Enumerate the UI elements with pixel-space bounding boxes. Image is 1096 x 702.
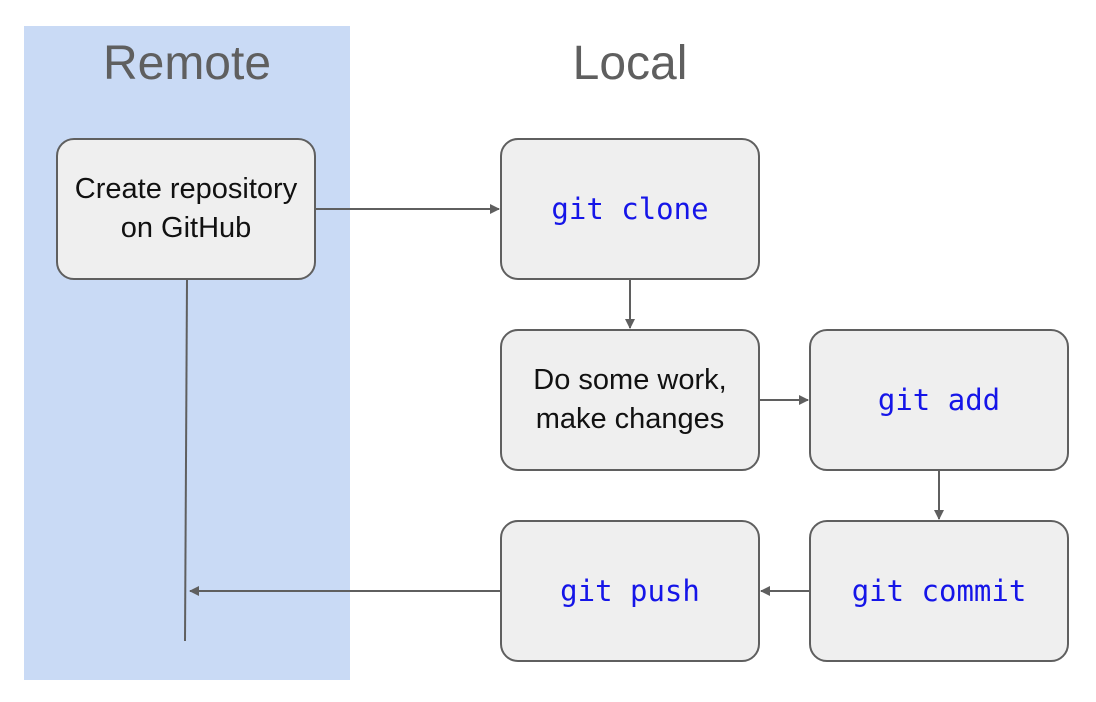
git-push-node: git push (500, 520, 760, 662)
do-work-label: Do some work, make changes (533, 364, 727, 435)
git-commit-label: git commit (851, 574, 1027, 608)
do-work-node: Do some work, make changes (500, 329, 760, 471)
create-repository-label: Create repository on GitHub (74, 173, 298, 244)
git-add-label: git add (877, 383, 1001, 417)
git-clone-node: git clone (500, 138, 760, 280)
git-clone-label: git clone (551, 192, 709, 226)
git-add-node: git add (809, 329, 1069, 471)
git-push-label: git push (560, 574, 700, 608)
remote-timeline (184, 279, 188, 642)
git-commit-node: git commit (809, 520, 1069, 662)
remote-lane-heading: Remote (102, 37, 272, 90)
local-lane-heading: Local (572, 37, 688, 90)
create-repository-node: Create repository on GitHub (56, 138, 316, 280)
